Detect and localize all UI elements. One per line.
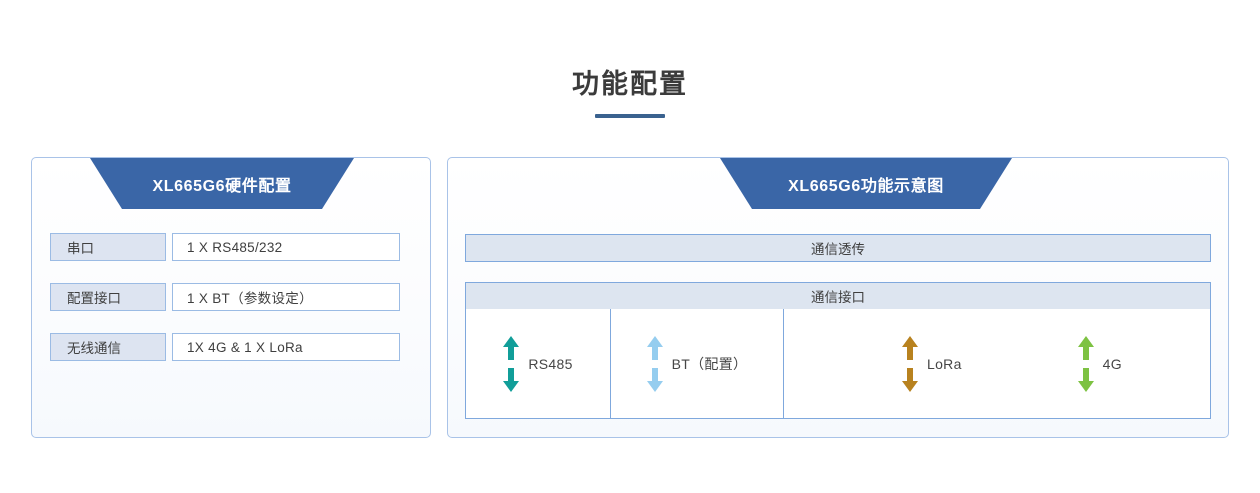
double-arrow-icon xyxy=(503,335,520,392)
bar-transparent-transmission: 通信透传 xyxy=(465,234,1211,262)
function-diagram-banner-title: XL665G6功能示意图 xyxy=(788,177,944,195)
hardware-row-label: 配置接口 xyxy=(50,283,166,311)
bar-label: 通信透传 xyxy=(811,242,865,257)
hardware-config-banner: XL665G6硬件配置 xyxy=(90,158,354,209)
hardware-row-serial: 串口 1 X RS485/232 xyxy=(50,233,400,261)
interface-cell-wireless: LoRa 4G xyxy=(784,309,1210,418)
function-diagram-panel: XL665G6功能示意图 通信透传 通信接口 RS485 BT（配置） xyxy=(447,157,1229,438)
page-title-block: 功能配置 xyxy=(0,66,1260,118)
bar-communication-interface: 通信接口 xyxy=(465,282,1211,310)
title-underline xyxy=(595,114,665,118)
interface-label: BT（配置） xyxy=(671,355,748,372)
hardware-row-label: 串口 xyxy=(50,233,166,261)
interface-item-rs485: RS485 xyxy=(503,335,573,392)
hardware-row-value: 1X 4G & 1 X LoRa xyxy=(172,333,400,361)
hardware-row-value: 1 X BT（参数设定） xyxy=(172,283,400,311)
double-arrow-icon xyxy=(1077,335,1094,392)
interface-cell-grid: RS485 BT（配置） LoRa xyxy=(465,309,1211,419)
double-arrow-icon xyxy=(646,335,663,392)
interface-cell-rs485: RS485 xyxy=(466,309,611,418)
hardware-config-banner-title: XL665G6硬件配置 xyxy=(152,177,292,195)
interface-cell-bt: BT（配置） xyxy=(611,309,784,418)
hardware-row-value: 1 X RS485/232 xyxy=(172,233,400,261)
function-diagram-banner: XL665G6功能示意图 xyxy=(720,158,1012,209)
interface-item-4g: 4G xyxy=(1077,335,1122,392)
page-title: 功能配置 xyxy=(572,69,688,99)
interface-label: 4G xyxy=(1102,355,1122,372)
bar-label: 通信接口 xyxy=(811,290,865,305)
hardware-row-wireless: 无线通信 1X 4G & 1 X LoRa xyxy=(50,333,400,361)
interface-item-lora: LoRa xyxy=(902,335,962,392)
hardware-row-label: 无线通信 xyxy=(50,333,166,361)
interface-item-bt: BT（配置） xyxy=(646,335,748,392)
interface-label: LoRa xyxy=(927,355,962,372)
hardware-row-config-interface: 配置接口 1 X BT（参数设定） xyxy=(50,283,400,311)
double-arrow-icon xyxy=(902,335,918,392)
interface-label: RS485 xyxy=(528,355,573,372)
hardware-config-panel: XL665G6硬件配置 串口 1 X RS485/232 配置接口 1 X BT… xyxy=(31,157,431,438)
